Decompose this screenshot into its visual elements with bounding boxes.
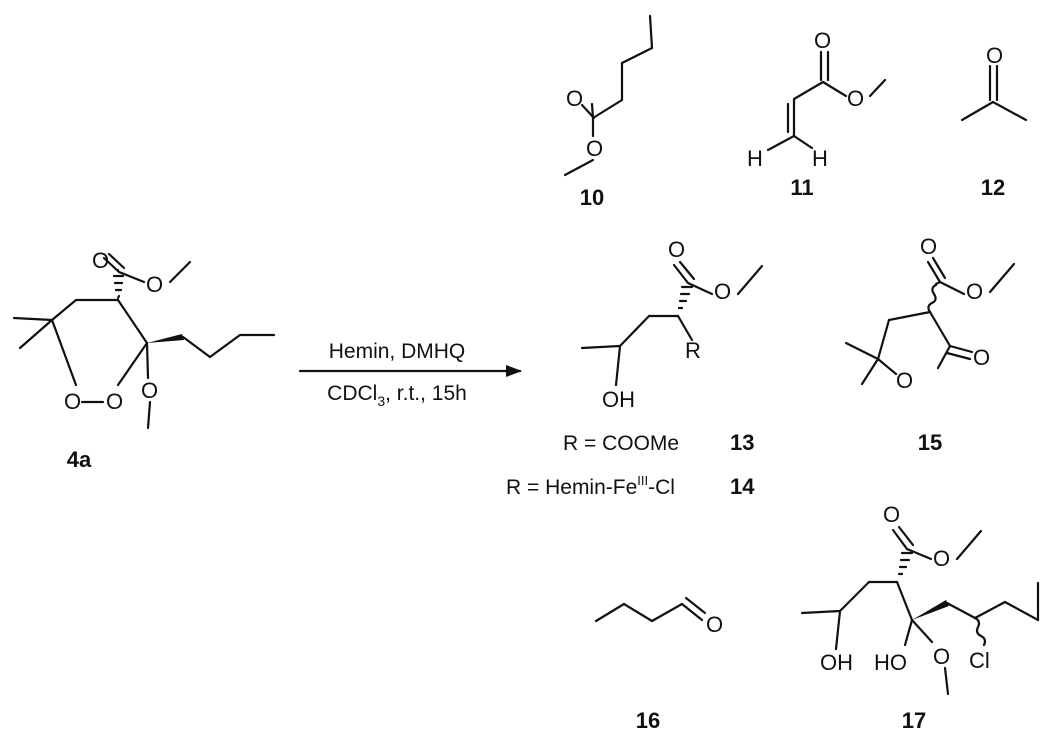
conditions-reagents: Hemin, DMHQ: [329, 340, 466, 363]
atom-o-ring-15: O: [896, 368, 913, 393]
atom-o-peroxide-1: O: [64, 389, 81, 414]
atom-o-peroxide-2: O: [106, 389, 123, 414]
compound-17-structure: [800, 525, 1040, 696]
atom-cl-17: Cl: [969, 648, 990, 673]
atom-o-carbonyl-12: O: [986, 43, 1003, 68]
compound-label-11: 11: [790, 175, 813, 200]
atom-o-carbonyl-13: O: [668, 237, 685, 262]
compound-label-4a: 4a: [67, 447, 92, 472]
atom-h-right-11: H: [812, 146, 828, 171]
conditions-solvent: CDCl3, r.t., 15h: [327, 382, 467, 409]
atom-o-ester-4a: O: [146, 272, 163, 297]
atom-o-carbonyl-16: O: [706, 612, 723, 637]
compound-15-structure: [844, 256, 1016, 386]
atom-o-carbonyl-4a: O: [92, 248, 109, 273]
compound-4a-structure: [12, 252, 276, 430]
compound-label-12: 12: [981, 175, 1005, 200]
compound-label-13: 13: [730, 430, 754, 455]
atom-h-left-11: H: [747, 146, 763, 171]
compound-label-10: 10: [580, 185, 604, 210]
compound-11-structure: [766, 50, 887, 152]
wedge-bond: [147, 334, 184, 343]
compound-label-16: 16: [636, 708, 660, 733]
compound-label-17: 17: [902, 708, 926, 733]
atom-o-carbonyl-11: O: [814, 28, 831, 53]
r-definition-13: R = COOMe: [563, 432, 679, 455]
r-definition-14: R = Hemin-FeIII-Cl: [506, 473, 675, 499]
wedge-bond-17: [912, 600, 949, 620]
compound-16-structure: [594, 596, 707, 623]
compound-label-15: 15: [918, 430, 942, 455]
atom-o-ester-13: O: [714, 279, 731, 304]
compound-12-structure: [960, 64, 1028, 122]
compound-label-14: 14: [730, 474, 755, 499]
atom-o-methoxy-4a: O: [141, 378, 158, 403]
atom-oh-13: OH: [602, 387, 635, 412]
atom-o-lactone-15: O: [973, 345, 990, 370]
atom-o-methoxy-17: O: [933, 644, 950, 669]
atom-o-ester-11: O: [847, 86, 864, 111]
arrowhead: [506, 365, 522, 377]
compound-10-structure: [563, 14, 654, 177]
atom-o-carbonyl-17: O: [883, 502, 900, 527]
atom-oh-17: OH: [820, 650, 853, 675]
atom-o-ester-15: O: [966, 279, 983, 304]
compound-13-structure: [580, 260, 764, 387]
atom-o-ester-10: O: [586, 136, 603, 161]
atom-o-ester-17: O: [933, 546, 950, 571]
atom-ho-17: HO: [874, 650, 907, 675]
atom-o-carbonyl-15: O: [920, 234, 937, 259]
atom-r-13: R: [685, 338, 701, 363]
atom-o-carbonyl-10: O: [566, 86, 583, 111]
hashed-bond: [112, 274, 125, 300]
